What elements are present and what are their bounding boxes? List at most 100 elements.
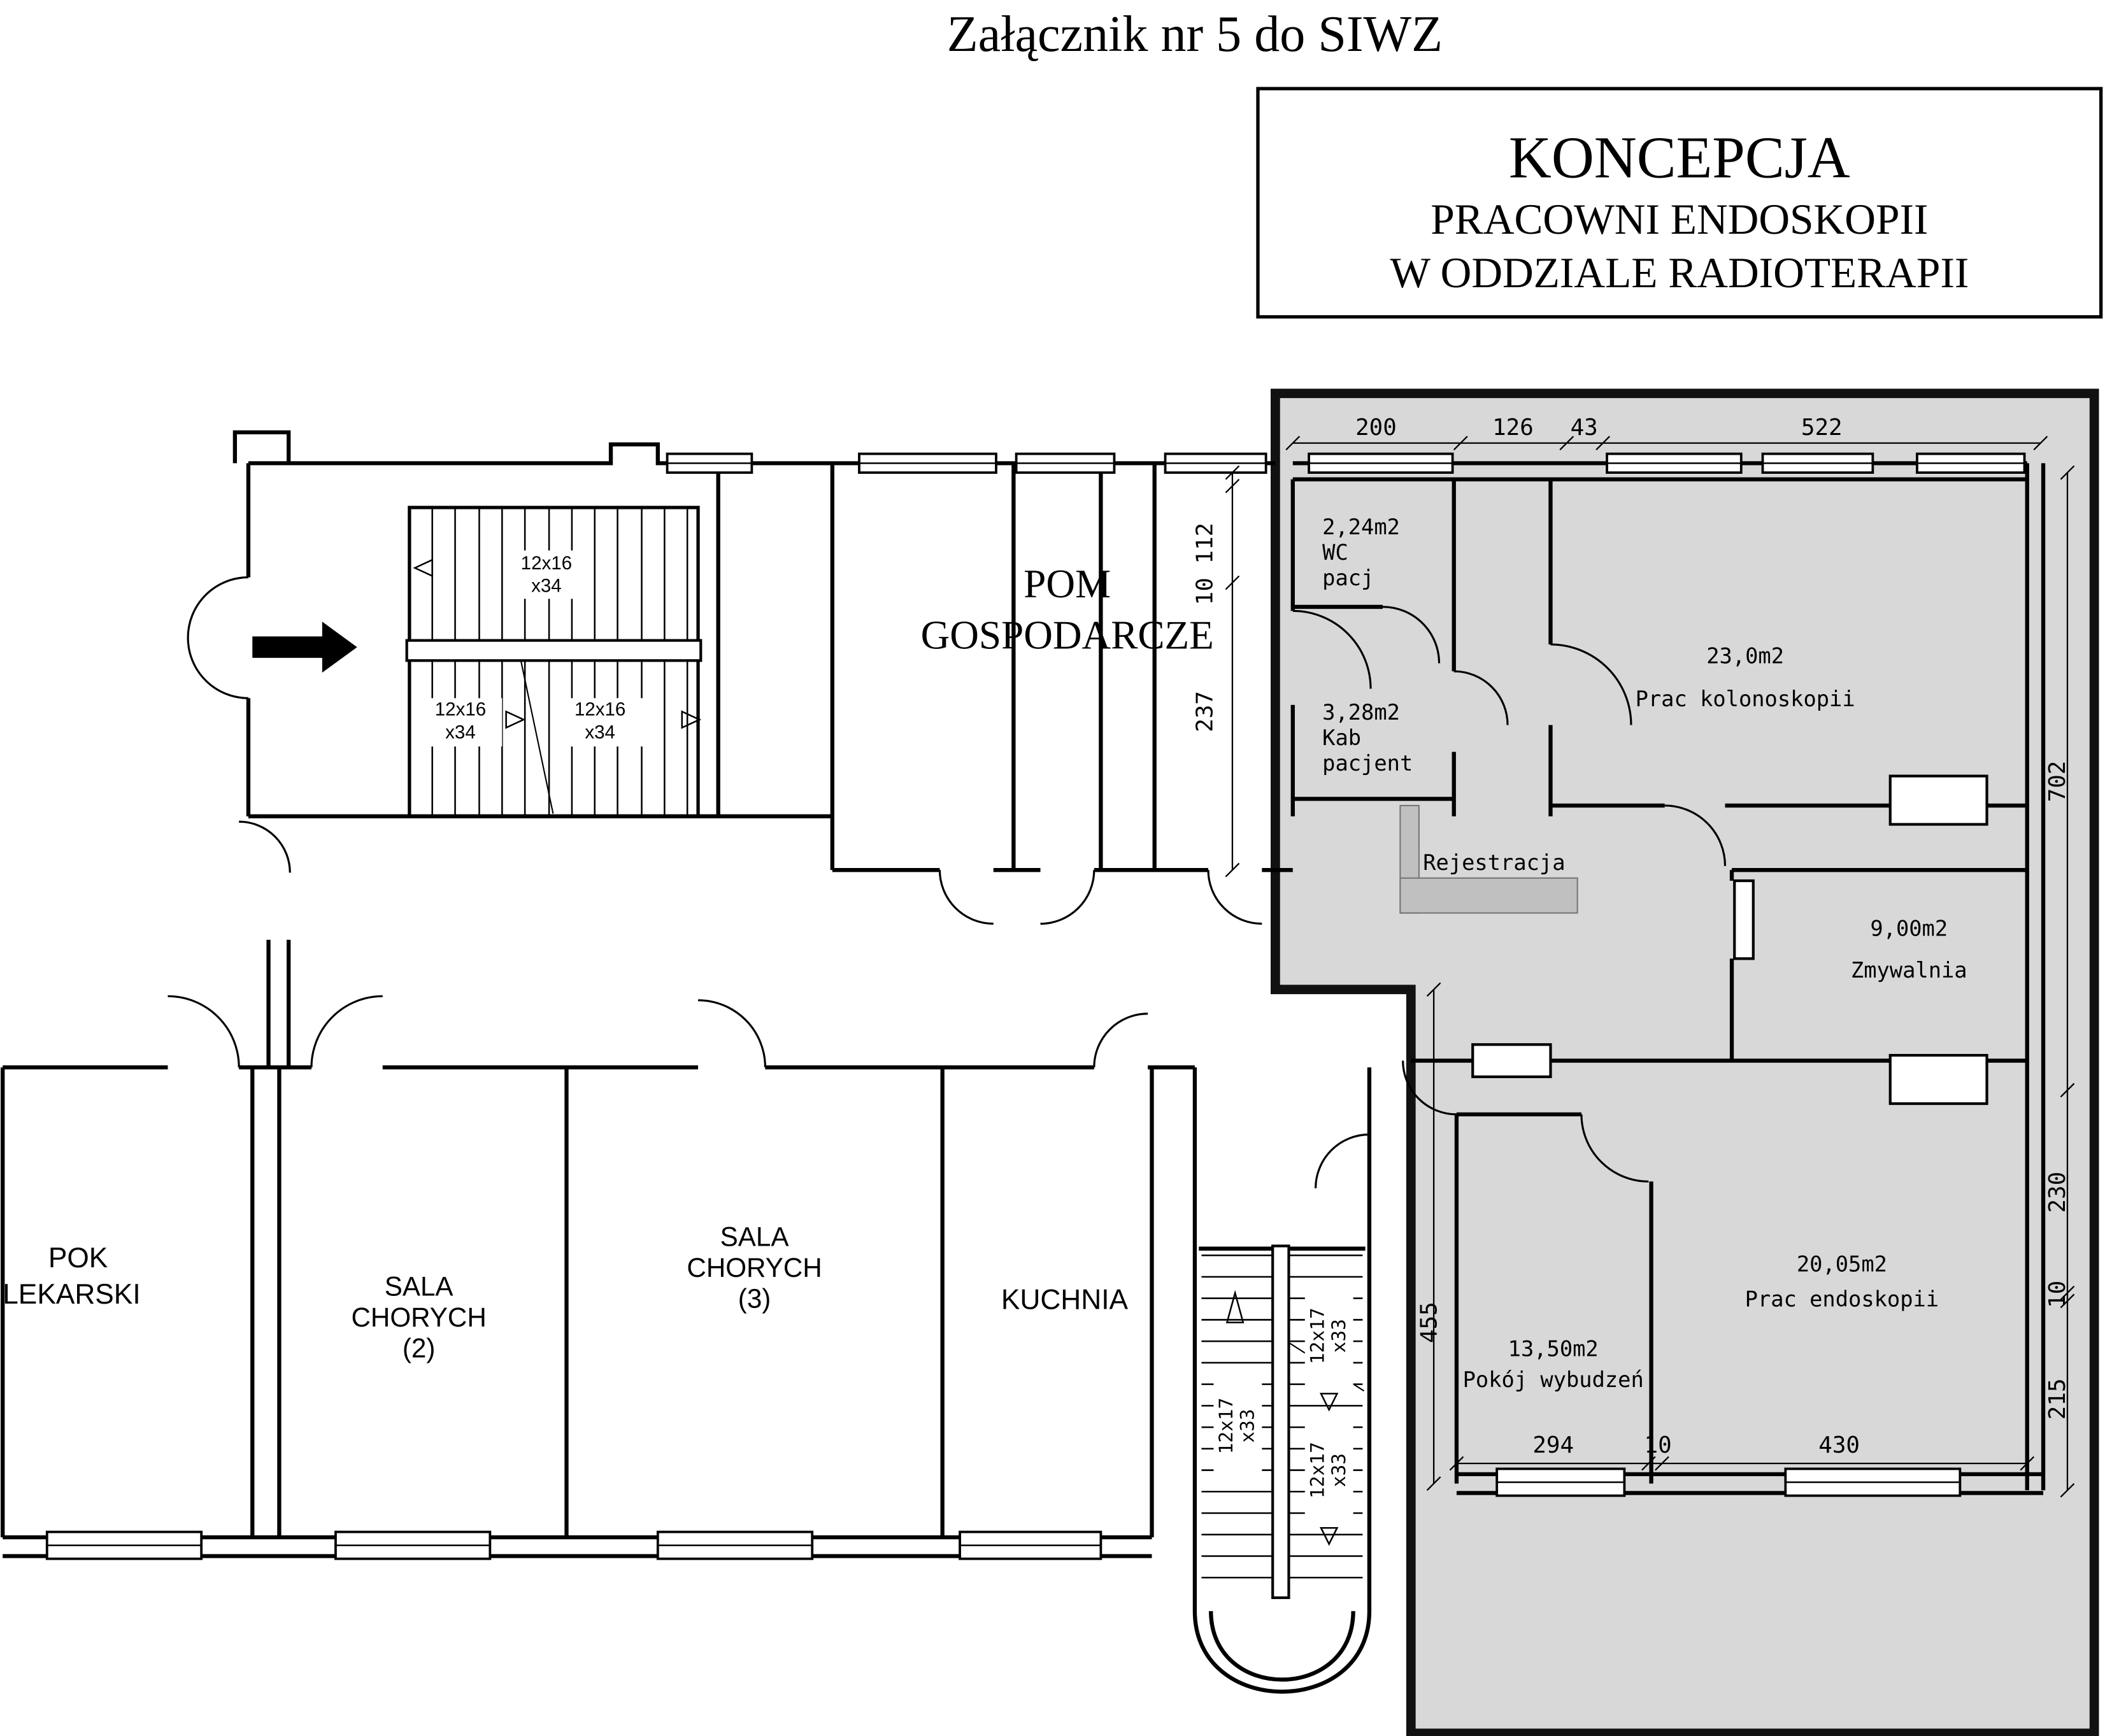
stair-upper-label-rise: x34 <box>445 722 476 743</box>
title-box-frame <box>1256 87 2103 319</box>
label-kab-line1: Kab <box>1322 725 1361 750</box>
label-wybudzenia-area: 13,50m2 <box>1508 1336 1599 1361</box>
stair-label-plaque <box>1304 1279 1353 1393</box>
walls-lower-building <box>1 939 1195 1558</box>
stair-arrow-down-icon <box>1320 1393 1339 1412</box>
label-kolonoskopia-name: Prac kolonoskopii <box>1636 687 1855 711</box>
label-pom-line2: GOSPODARCZE <box>921 613 1214 657</box>
label-wybudzenia-name: Pokój wybudzeń <box>1463 1367 1644 1392</box>
attachment-title: Załącznik nr 5 do SIWZ <box>947 6 1443 62</box>
door-arcs-lower-rooms <box>168 995 1369 1188</box>
label-endoskopia-name: Prac endoskopii <box>1745 1286 1939 1311</box>
stair-label-plaque <box>503 550 590 599</box>
staircase-upper: 12x16 x34 12x16 x34 12x16 x34 <box>405 506 703 818</box>
stair-arrow-up-icon <box>1225 1290 1245 1323</box>
dim-top-4: 522 <box>1801 415 1843 441</box>
label-zmywalnia-area: 9,00m2 <box>1870 916 1948 941</box>
label-pom-line1: POM <box>1024 562 1111 606</box>
stair-arrow-right-icon <box>681 710 702 729</box>
label-wc-area: 2,24m2 <box>1322 515 1400 539</box>
door-arcs-pom <box>239 820 1262 925</box>
staircase-lower: 12x17 x33 12x17 x33 12x17 x33 <box>1201 1244 1365 1599</box>
label-pok-line2: LEKARSKI <box>3 1279 140 1310</box>
label-rejestracja: Rejestracja <box>1423 850 1565 875</box>
dimension-labels: 200 126 43 522 702 230 10 215 294 10 430… <box>1192 415 2070 1458</box>
door-arc-entrance <box>187 576 248 699</box>
wall-lower-outline <box>1 939 1195 1558</box>
pass-through-block <box>1471 1043 1552 1078</box>
stair-arrow-left-icon <box>413 559 433 578</box>
label-sala3-line1: SALA <box>720 1221 790 1251</box>
label-kab-line2: pacjent <box>1322 751 1413 776</box>
door-arcs <box>168 576 1755 1188</box>
windows <box>45 452 2026 1560</box>
label-zmywalnia-name: Zmywalnia <box>1851 958 1967 983</box>
dim-left-inner: 455 <box>1416 1302 1442 1343</box>
label-wc-line2: pacj <box>1322 566 1374 590</box>
stair-upper-label-rise: x34 <box>531 576 562 597</box>
dim-ticks <box>1225 436 2075 1498</box>
label-sala2-line2: CHORYCH <box>351 1302 486 1332</box>
radiator-block <box>1888 774 1988 826</box>
concept-title-line3: W ODDZIALE RADIOTERAPII <box>1390 249 1969 297</box>
stair-label-plaque <box>557 698 643 747</box>
reception-desk-horizontal <box>1399 877 1578 914</box>
stair-divider <box>1271 1244 1290 1599</box>
dim-top-1: 200 <box>1355 415 1397 441</box>
concept-title-line2: PRACOWNI ENDOSKOPII <box>1431 196 1928 243</box>
concept-title-box: KONCEPCJA PRACOWNI ENDOSKOPII W ODDZIALE… <box>1256 87 2103 319</box>
label-kuchnia: KUCHNIA <box>1001 1284 1129 1316</box>
highlight-concept-area <box>1271 388 2099 1736</box>
stair-lower-label-rise: x33 <box>1328 1319 1350 1353</box>
building-room-labels: POM GOSPODARCZE POK LEKARSKI SALA CHORYC… <box>3 562 1214 1363</box>
dimension-lines <box>1225 436 2075 1498</box>
window-midlines <box>46 462 2025 1546</box>
dim-bottom-3: 430 <box>1818 1432 1860 1458</box>
concept-room-labels: 2,24m2 WC pacj 3,28m2 Kab pacjent Rejest… <box>1322 515 1967 1392</box>
concept-title-line1: KONCEPCJA <box>1509 125 1850 190</box>
label-kab-area: 3,28m2 <box>1322 700 1400 725</box>
label-endoskopia-area: 20,05m2 <box>1797 1252 1887 1277</box>
label-sala3-line3: (3) <box>738 1283 771 1313</box>
stair-lower-label-rise: x33 <box>1237 1409 1259 1442</box>
stair-handrail <box>405 639 703 662</box>
dim-right-1: 702 <box>2044 761 2071 802</box>
dim-right-2: 230 <box>2044 1172 2071 1213</box>
dim-right-4: 215 <box>2044 1378 2071 1419</box>
door-arcs-concept <box>1292 606 1727 1183</box>
entrance-arrow-icon <box>252 622 357 673</box>
label-sala3-line2: CHORYCH <box>687 1253 822 1283</box>
dim-pom-b: 237 <box>1192 691 1218 732</box>
label-pok-line1: POK <box>48 1242 108 1274</box>
dim-bottom-1: 294 <box>1532 1432 1574 1458</box>
wall-tower <box>1192 1067 1372 1694</box>
stair-direction-line <box>520 660 554 814</box>
dim-top-2: 126 <box>1492 415 1534 441</box>
label-sala2-line3: (2) <box>403 1333 436 1363</box>
dim-bottom-2: 10 <box>1645 1432 1672 1458</box>
stair-upper-label-run: 12x16 <box>521 553 572 574</box>
label-kolonoskopia-area: 23,0m2 <box>1706 643 1784 668</box>
stair-label-plaque <box>418 698 503 747</box>
dim-lines <box>1231 442 2069 1491</box>
stair-lower-label-run: 12x17 <box>1306 1307 1328 1364</box>
stair-label-plaque <box>1213 1369 1262 1483</box>
stair-arrow-right-icon <box>505 710 526 729</box>
label-wc-line1: WC <box>1322 540 1348 565</box>
dim-pom-a: 10 112 <box>1192 523 1218 605</box>
stair-lower-label-run: 12x17 <box>1306 1442 1328 1498</box>
stair-upper-label-run: 12x16 <box>435 699 486 720</box>
stair-label-plaque <box>1304 1414 1353 1527</box>
stair-upper-label-run: 12x16 <box>574 699 625 720</box>
fixtures <box>1399 774 1988 1106</box>
stair-lower-label-run: 12x17 <box>1215 1398 1237 1455</box>
stair-arrow-down-icon <box>1320 1526 1339 1546</box>
stair-upper-label-rise: x34 <box>585 722 615 743</box>
dim-right-3: 10 <box>2044 1281 2071 1308</box>
door-leaf-zmywalnia <box>1733 879 1755 960</box>
stair-lower-label-rise: x33 <box>1328 1453 1350 1487</box>
radiator-block <box>1888 1053 1988 1106</box>
label-sala2-line1: SALA <box>385 1271 454 1301</box>
